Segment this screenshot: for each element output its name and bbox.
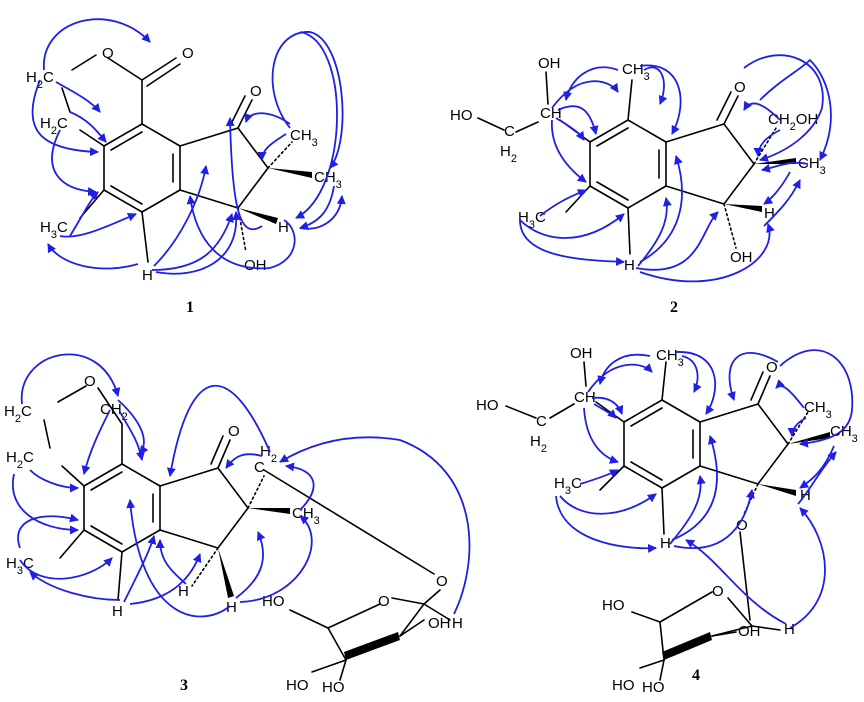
compound-3-label: H bbox=[452, 615, 463, 632]
compound-4-label: O bbox=[712, 583, 724, 600]
compound-4-label: OH bbox=[570, 345, 593, 362]
compound-2-label: H bbox=[624, 257, 635, 274]
compound-2-label: CH3 bbox=[622, 61, 650, 83]
compound-1-label: CH3 bbox=[290, 127, 318, 149]
compound-2-label: H bbox=[764, 205, 775, 222]
compound-3-label: H2C bbox=[4, 403, 32, 425]
compound-3-atom-labels: O H2C CH2 H2C O H2 C CH3 H3C H H H O O H… bbox=[4, 373, 463, 696]
compound-3-label: O bbox=[436, 573, 448, 590]
compound-2-structure: OH HO CH C H2 CH3 O CH2OH CH3 H3C H OH H… bbox=[450, 54, 832, 316]
compound-3-label: O bbox=[378, 593, 390, 610]
compound-1-label: CH3 bbox=[314, 169, 342, 191]
compound-4-label: HO bbox=[476, 397, 499, 414]
compound-1-label: H2C bbox=[40, 115, 68, 137]
compound-4-label: CH3 bbox=[656, 347, 684, 369]
compound-3-bonds bbox=[43, 385, 451, 681]
compound-3-number: 3 bbox=[180, 677, 188, 694]
compound-4-structure: OH HO CH C H2 CH3 O CH3 CH3 H3C H O H O … bbox=[476, 345, 858, 696]
compound-3-label: H bbox=[178, 583, 189, 600]
compound-2-label: OH bbox=[538, 55, 561, 72]
compound-3-label: C bbox=[254, 459, 265, 476]
compound-3-label: H2 bbox=[260, 443, 277, 465]
compound-1-label: H bbox=[278, 219, 289, 236]
compound-3-label: CH3 bbox=[292, 505, 320, 527]
compound-1-structure: O O H2C H2C O CH3 CH3 H3C H H OH 1 bbox=[26, 18, 346, 316]
compound-3-label: O bbox=[84, 373, 96, 390]
compound-1-number: 1 bbox=[186, 299, 194, 316]
compound-4-hmbc-arrows bbox=[555, 349, 854, 629]
compound-1-hmbc-arrows bbox=[31, 18, 346, 275]
compound-3-label: H3C bbox=[6, 555, 34, 577]
compound-1-label: O bbox=[102, 45, 114, 62]
compound-2-label: OH bbox=[730, 249, 753, 266]
compound-3-label: H bbox=[112, 603, 123, 620]
compound-4-label: HO bbox=[612, 677, 635, 694]
compound-2-label: H2 bbox=[500, 143, 517, 165]
compound-4-label: CH3 bbox=[830, 423, 858, 445]
compound-4-label: HO bbox=[642, 679, 665, 696]
compound-3-label: H bbox=[226, 599, 237, 616]
compound-2-label: CH3 bbox=[798, 155, 826, 177]
compound-2-atom-labels: OH HO CH C H2 CH3 O CH2OH CH3 H3C H OH H… bbox=[450, 55, 826, 316]
compound-3-structure: O H2C CH2 H2C O H2 C CH3 H3C H H H O O H… bbox=[4, 353, 471, 696]
compound-3-hmbc-arrows bbox=[11, 353, 471, 618]
compound-4-label: H bbox=[784, 621, 795, 638]
compound-2-label: H3C bbox=[518, 209, 546, 231]
compound-3-label: H2C bbox=[6, 449, 34, 471]
compound-2-label: O bbox=[734, 79, 746, 96]
compound-1-label: OH bbox=[244, 257, 267, 274]
compound-1-label: H3C bbox=[40, 219, 68, 241]
compound-2-hmbc-arrows bbox=[519, 54, 832, 283]
compound-4-label: CH3 bbox=[804, 399, 832, 421]
compound-4-atom-labels: OH HO CH C H2 CH3 O CH3 CH3 H3C H O H O … bbox=[476, 345, 858, 696]
compound-1-label: H bbox=[142, 267, 153, 284]
compound-3-label: OH bbox=[428, 615, 451, 632]
compound-2-number: 2 bbox=[670, 299, 678, 316]
compound-4-label: O bbox=[736, 517, 748, 534]
compound-1-bonds bbox=[61, 54, 312, 263]
compound-4-label: H bbox=[660, 535, 671, 552]
compound-1-label: H2C bbox=[26, 69, 54, 91]
compound-4-label: OH bbox=[738, 623, 761, 640]
compound-4-label: CH bbox=[574, 389, 596, 406]
compound-1-label: O bbox=[182, 45, 194, 62]
compound-1-label: O bbox=[250, 83, 262, 100]
compound-3-label: CH2 bbox=[100, 401, 128, 423]
compound-3-label: HO bbox=[286, 677, 309, 694]
compound-3-label: HO bbox=[322, 679, 345, 696]
compound-3-label: O bbox=[228, 423, 240, 440]
compound-4-bonds bbox=[505, 361, 830, 681]
compound-4-label: C bbox=[536, 413, 547, 430]
compound-4-label: H2 bbox=[530, 433, 547, 455]
compound-2-label: HO bbox=[450, 107, 473, 124]
compound-4-label: HO bbox=[602, 597, 625, 614]
compound-2-bonds bbox=[477, 71, 796, 255]
compound-4-label: H3C bbox=[554, 475, 582, 497]
compound-4-label: O bbox=[766, 359, 778, 376]
compound-2-label: C bbox=[504, 123, 515, 140]
compound-3-label: HO bbox=[262, 593, 285, 610]
compound-4-number: 4 bbox=[692, 667, 700, 684]
compound-1-atom-labels: O O H2C H2C O CH3 CH3 H3C H H OH 1 bbox=[26, 45, 342, 316]
